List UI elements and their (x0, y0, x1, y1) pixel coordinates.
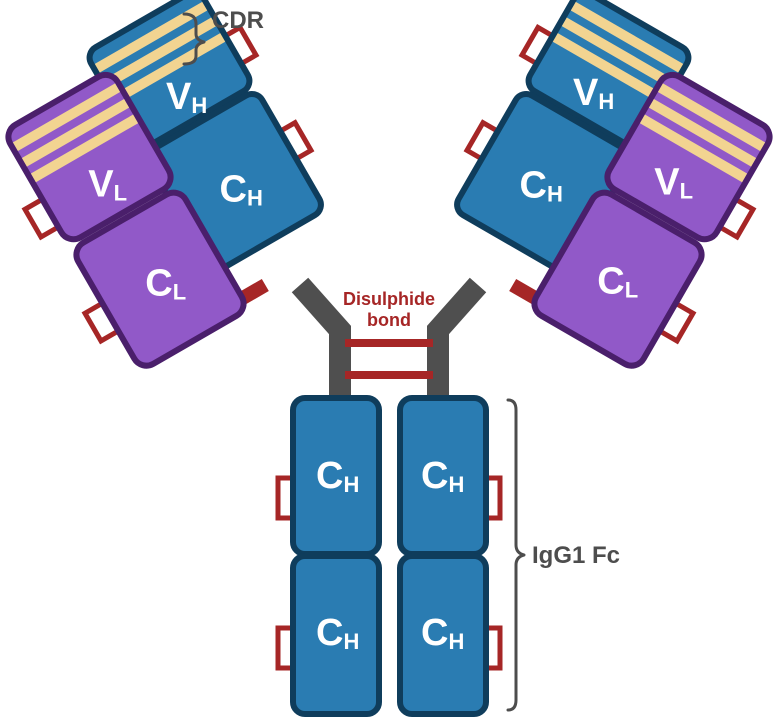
vl-domain-left (5, 71, 174, 243)
left-light-chain: VL CL (5, 71, 247, 369)
ch2-label-right: CH (421, 455, 464, 497)
disulphide-bond-2 (345, 371, 433, 379)
fc-label: IgG1 Fc (532, 542, 620, 569)
cdr-stripe (570, 1, 684, 73)
cdr-stripe (30, 114, 139, 183)
ch3-label-right: CH (421, 612, 464, 654)
cdr-stripe (648, 98, 757, 167)
disulphide-label-line2: bond (367, 310, 411, 330)
cl-label-left: CL (145, 262, 186, 304)
vl-domain-right (604, 71, 773, 243)
fc-bracket (506, 398, 526, 712)
ch2-label-left: CH (316, 455, 359, 497)
cdr-stripe (21, 98, 130, 167)
disulphide-bond-1 (345, 339, 433, 347)
ch1-label-right: CH (520, 165, 563, 207)
cdr-stripe (12, 83, 121, 152)
cdr-stripe (103, 17, 217, 89)
ch3-label-left: CH (316, 612, 359, 654)
cl-label-right: CL (597, 260, 638, 302)
hinge-right (427, 277, 487, 400)
ch3-domain-left (290, 553, 382, 717)
disulphide-label-line1: Disulphide (343, 289, 435, 309)
vh-label-left: VH (166, 76, 207, 118)
hinge-left (291, 277, 351, 400)
ch1-label-left: CH (220, 169, 263, 211)
cdr-stripe (94, 1, 208, 73)
right-light-chain: VL CL (531, 71, 773, 369)
cdr-brace (182, 12, 206, 66)
cdr-stripe (639, 114, 748, 183)
cl-domain-right (531, 189, 705, 369)
cdr-stripe (561, 17, 675, 89)
vl-label-left: VL (88, 164, 127, 206)
cdr-label: CDR (212, 7, 264, 34)
cl-domain-left (73, 189, 247, 369)
vl-label-right: VL (654, 162, 693, 204)
cdr-stripe (552, 33, 666, 104)
cdr-stripe (657, 83, 766, 152)
vh-label-right: VH (573, 72, 614, 114)
ch3-domain-right (397, 553, 489, 717)
